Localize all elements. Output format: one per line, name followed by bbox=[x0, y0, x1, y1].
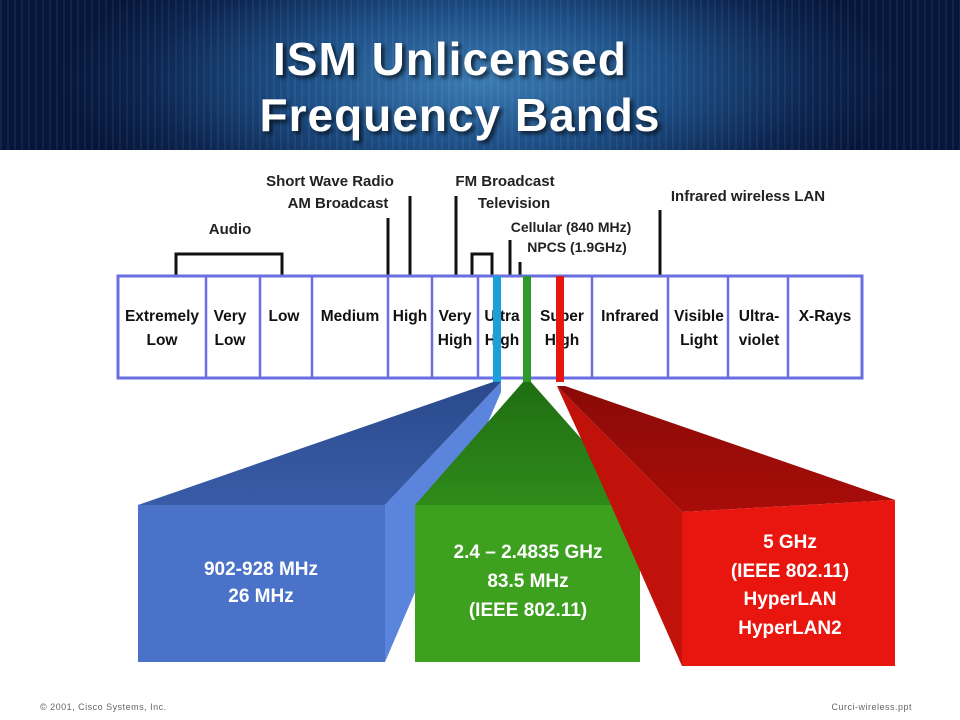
cell-extremely-low-1: Extremely bbox=[125, 308, 199, 325]
cell-extremely-low-2: Low bbox=[147, 332, 179, 349]
audio-label: Audio bbox=[209, 221, 252, 238]
cell-x-rays: X-Rays bbox=[799, 308, 852, 325]
cell-ultraviolet-2: violet bbox=[739, 332, 779, 349]
band-5000-range: 5 GHz bbox=[763, 532, 817, 553]
cell-ultra-high-1: Ultra bbox=[484, 308, 520, 325]
cell-very-low-2: Low bbox=[215, 332, 247, 349]
am-broadcast-label: AM Broadcast bbox=[288, 195, 389, 212]
spectrum-dividers bbox=[204, 276, 790, 378]
band-2400-range: 2.4 – 2.4835 GHz bbox=[454, 542, 603, 563]
band-900-marker bbox=[493, 276, 501, 382]
audio-bracket bbox=[174, 252, 284, 276]
television-label: Television bbox=[478, 195, 550, 212]
cell-very-low-1: Very bbox=[214, 308, 247, 325]
band-900-range: 902-928 MHz bbox=[204, 559, 318, 580]
cell-infrared: Infrared bbox=[601, 308, 659, 325]
cell-high: High bbox=[393, 308, 427, 325]
band-5000-hyperlan2: HyperLAN2 bbox=[738, 618, 841, 639]
title-line-1: ISM Unlicensed bbox=[273, 33, 627, 85]
television-bracket bbox=[470, 252, 494, 276]
cell-ultraviolet-1: Ultra- bbox=[739, 308, 779, 325]
cell-very-high-2: High bbox=[438, 332, 472, 349]
band-900-width: 26 MHz bbox=[228, 586, 293, 607]
copyright-footer: © 2001, Cisco Systems, Inc. bbox=[40, 702, 167, 712]
cell-visible-light-1: Visible bbox=[674, 308, 724, 325]
fm-broadcast-label: FM Broadcast bbox=[455, 173, 554, 190]
npcs-label: NPCS (1.9GHz) bbox=[527, 239, 627, 255]
band-2400-shape bbox=[415, 276, 640, 662]
cellular-label: Cellular (840 MHz) bbox=[511, 219, 632, 235]
band-5000-hyperlan: HyperLAN bbox=[744, 589, 837, 610]
band-5000-marker bbox=[556, 276, 564, 382]
title-line-2: Frequency Bands bbox=[259, 89, 661, 141]
title-banner bbox=[0, 0, 960, 150]
band-2400-width: 83.5 MHz bbox=[487, 571, 568, 592]
infrared-wireless-lan-label: Infrared wireless LAN bbox=[671, 188, 825, 205]
label-pointers bbox=[174, 196, 662, 276]
band-2400-standard: (IEEE 802.11) bbox=[469, 600, 587, 621]
band-5000-standard: (IEEE 802.11) bbox=[731, 561, 849, 582]
cell-ultra-high-2: High bbox=[485, 332, 519, 349]
band-2400-marker bbox=[523, 276, 531, 382]
band-5000-shape bbox=[556, 276, 895, 666]
cell-medium: Medium bbox=[321, 308, 380, 325]
cell-very-high-1: Very bbox=[439, 308, 472, 325]
spectrum-bar bbox=[116, 274, 864, 380]
short-wave-radio-label: Short Wave Radio bbox=[266, 173, 394, 190]
cell-low: Low bbox=[269, 308, 301, 325]
filename-footer: Curci-wireless.ppt bbox=[831, 702, 912, 712]
cell-visible-light-2: Light bbox=[680, 332, 718, 349]
